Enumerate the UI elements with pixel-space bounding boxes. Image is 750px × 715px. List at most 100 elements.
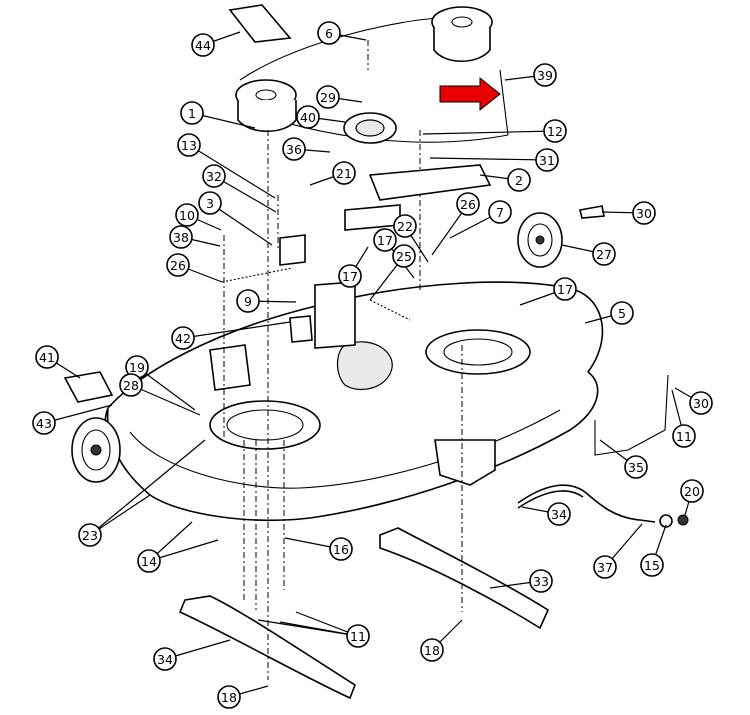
callout-circle	[177, 133, 201, 157]
callout-label: 20	[684, 484, 700, 499]
callout-3: 3	[198, 191, 222, 215]
callout-label: 18	[424, 643, 440, 658]
belt-and-pulleys	[235, 6, 509, 144]
callout-label: 9	[244, 294, 252, 309]
callout-17: 17	[338, 264, 362, 288]
assembly-lines	[223, 40, 463, 680]
callout-circle	[553, 277, 577, 301]
callout-18: 18	[217, 685, 241, 709]
callout-circle	[137, 549, 161, 573]
callout-circle	[624, 455, 648, 479]
callout-leader-3	[209, 202, 273, 246]
callout-42: 42	[171, 326, 195, 350]
callout-circle	[338, 264, 362, 288]
callout-circle	[689, 391, 713, 415]
callout-label: 23	[82, 528, 98, 543]
callout-label: 16	[333, 542, 349, 557]
tension-springs	[221, 267, 411, 321]
callout-30: 30	[632, 201, 656, 225]
callout-circle	[202, 164, 226, 188]
callout-label: 28	[123, 378, 139, 393]
callout-29: 29	[316, 85, 340, 109]
callout-label: 26	[460, 197, 476, 212]
callout-label: 44	[195, 38, 211, 53]
callout-circle	[217, 685, 241, 709]
callout-33: 33	[529, 569, 553, 593]
callout-leader-23	[89, 494, 151, 536]
callout-leader-12	[422, 130, 556, 135]
callout-circle	[610, 301, 634, 325]
callout-17: 17	[553, 277, 577, 301]
callout-circle	[632, 201, 656, 225]
callout-circle	[373, 228, 397, 252]
callout-label: 36	[286, 142, 302, 157]
callout-circle	[296, 105, 320, 129]
callout-circle	[593, 555, 617, 579]
callout-22: 22	[393, 214, 417, 238]
callout-circle	[332, 161, 356, 185]
callout-7: 7	[488, 200, 512, 224]
callout-39: 39	[533, 63, 557, 87]
callout-label: 13	[181, 138, 197, 153]
callout-21: 21	[332, 161, 356, 185]
callout-28: 28	[119, 373, 143, 397]
callout-16: 16	[329, 537, 353, 561]
callout-leader-42	[182, 321, 291, 339]
callout-circle	[175, 203, 199, 227]
callout-circle	[329, 537, 353, 561]
callout-leader-11	[257, 619, 359, 637]
callout-circle	[236, 289, 260, 313]
callout-label: 31	[539, 153, 555, 168]
callout-leader-32	[213, 175, 277, 213]
callout-circle	[35, 345, 59, 369]
callout-circle	[191, 33, 215, 57]
callout-label: 25	[396, 249, 412, 264]
callout-leader-19	[136, 366, 196, 411]
callout-circle	[640, 553, 664, 577]
callout-35: 35	[624, 455, 648, 479]
callout-19: 19	[125, 355, 149, 379]
callout-circle	[547, 502, 571, 526]
callout-label: 42	[175, 331, 191, 346]
callout-label: 17	[342, 269, 358, 284]
callout-36: 36	[282, 137, 306, 161]
callout-label: 1	[188, 106, 196, 121]
callout-circle	[488, 200, 512, 224]
callout-6: 6	[317, 21, 341, 45]
callout-14: 14	[137, 549, 161, 573]
callout-label: 38	[173, 230, 189, 245]
callout-label: 29	[320, 90, 336, 105]
callout-label: 33	[533, 574, 549, 589]
callout-label: 27	[596, 247, 612, 262]
callout-31: 31	[535, 148, 559, 172]
callout-circle	[346, 624, 370, 648]
callout-circle	[393, 214, 417, 238]
callout-circle	[420, 638, 444, 662]
callout-label: 15	[644, 558, 660, 573]
callout-label: 3	[206, 196, 214, 211]
anti-scalp-wheel-left	[71, 417, 121, 483]
callout-circle	[153, 647, 177, 671]
callout-11: 11	[672, 424, 696, 448]
callout-17: 17	[373, 228, 397, 252]
callout-label: 32	[206, 169, 222, 184]
callout-leader-28	[130, 384, 201, 416]
callout-label: 34	[551, 507, 567, 522]
callout-circle	[529, 569, 553, 593]
callout-circle	[456, 192, 480, 216]
mower-deck-shell	[104, 281, 604, 522]
callout-25: 25	[392, 244, 416, 268]
callout-label: 35	[628, 460, 644, 475]
callout-circle	[543, 119, 567, 143]
callout-37: 37	[593, 555, 617, 579]
callout-label: 12	[547, 124, 563, 139]
callout-label: 40	[300, 110, 316, 125]
callout-26: 26	[456, 192, 480, 216]
callout-15: 15	[640, 553, 664, 577]
mower-blades	[178, 527, 550, 700]
callout-circle	[198, 191, 222, 215]
callout-label: 17	[557, 282, 573, 297]
callout-label: 17	[377, 233, 393, 248]
callout-leader-31	[429, 157, 548, 161]
